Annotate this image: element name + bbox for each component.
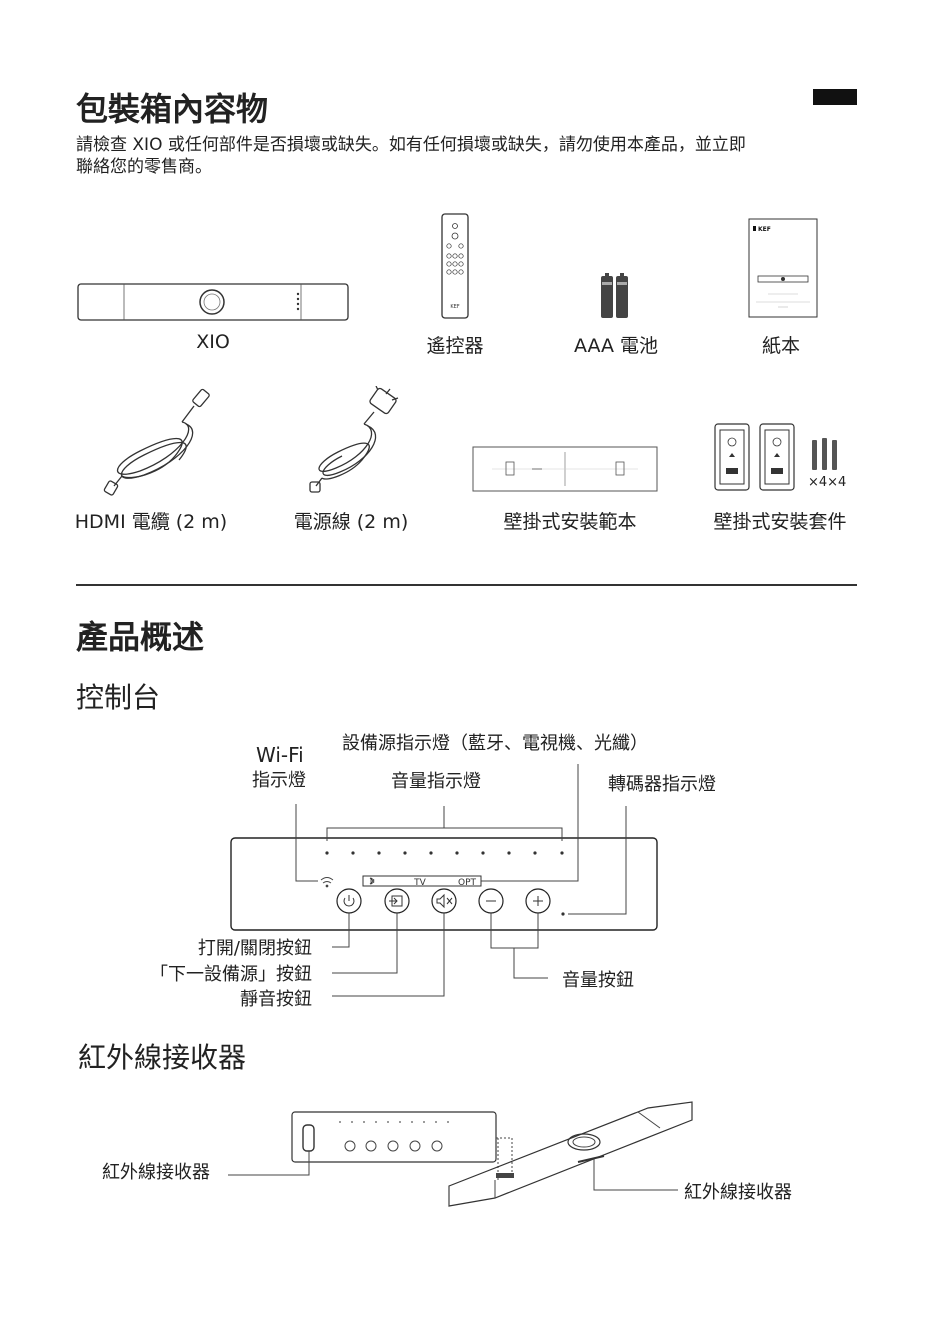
- volume-indicator-label: 音量指示燈: [391, 767, 481, 793]
- panel-opt-label: OPT: [458, 878, 477, 888]
- item-label-batteries: AAA 電池: [556, 331, 676, 358]
- batteries-icon: [598, 272, 632, 320]
- hdmi-cable-icon: [100, 386, 230, 498]
- wifi-label-line1: Wi-Fi: [256, 743, 304, 767]
- section-title-box-contents: 包裝箱內容物: [76, 84, 268, 130]
- wifi-label-line2: 指示燈: [252, 766, 306, 792]
- power-button-label: 打開/關閉按鈕: [198, 934, 312, 960]
- ir-receiver-label-right: 紅外線接收器: [684, 1178, 792, 1204]
- item-label-manual: 紙本: [731, 331, 831, 358]
- bluetooth-icon: [370, 878, 374, 884]
- section-divider: [76, 584, 857, 586]
- volume-button-label: 音量按鈕: [562, 966, 634, 992]
- plus-icon: [533, 896, 543, 906]
- ir-receiver-diagram: [0, 1080, 933, 1230]
- subsection-title-control-panel: 控制台: [76, 676, 160, 716]
- intro-line-1: 請檢查 XIO 或任何部件是否損壞或缺失。如有任何損壞或缺失，請勿使用本產品，並…: [76, 134, 876, 156]
- decoder-indicator-label: 轉碼器指示燈: [608, 770, 716, 796]
- subsection-title-ir-receiver: 紅外線接收器: [78, 1036, 246, 1076]
- mute-icon: [437, 895, 452, 907]
- wifi-icon: [321, 878, 333, 887]
- remote-control-icon: KEF: [440, 212, 470, 320]
- item-label-mount-template: 壁掛式安裝範本: [480, 507, 660, 534]
- power-cable-icon: [306, 386, 406, 498]
- kit-quantity: ×4×4: [808, 475, 846, 490]
- item-label-xio: XIO: [163, 331, 263, 353]
- source-input-icon: [389, 896, 402, 906]
- item-label-mount-kit: 壁掛式安裝套件: [690, 507, 870, 534]
- panel-tv-label: TV: [413, 878, 426, 888]
- soundbar-icon: [76, 282, 350, 322]
- item-label-hdmi: HDMI 電纜 (2 m): [66, 507, 236, 534]
- mute-button-label: 靜音按鈕: [240, 985, 312, 1011]
- next-source-button-label: 「下一設備源」按鈕: [150, 960, 312, 986]
- remote-brand-mark: KEF: [450, 304, 459, 310]
- manual-brand-mark: KEF: [758, 226, 771, 233]
- wall-mount-template-icon: [472, 446, 658, 492]
- intro-line-2: 聯絡您的零售商。: [76, 156, 876, 178]
- item-label-power-cable: 電源線 (2 m): [276, 507, 426, 534]
- source-indicator-label: 設備源指示燈（藍牙、電視機、光纖）: [342, 729, 648, 755]
- paper-manual-icon: KEF: [748, 218, 818, 318]
- power-icon: [344, 895, 354, 906]
- control-panel-diagram: TV OPT: [0, 720, 933, 1020]
- item-label-remote: 遙控器: [405, 331, 505, 358]
- intro-text: 請檢查 XIO 或任何部件是否損壞或缺失。如有任何損壞或缺失，請勿使用本產品，並…: [76, 134, 876, 178]
- section-title-product-overview: 產品概述: [76, 612, 204, 658]
- ir-receiver-label-left: 紅外線接收器: [102, 1158, 210, 1184]
- language-tab-marker: [813, 89, 857, 105]
